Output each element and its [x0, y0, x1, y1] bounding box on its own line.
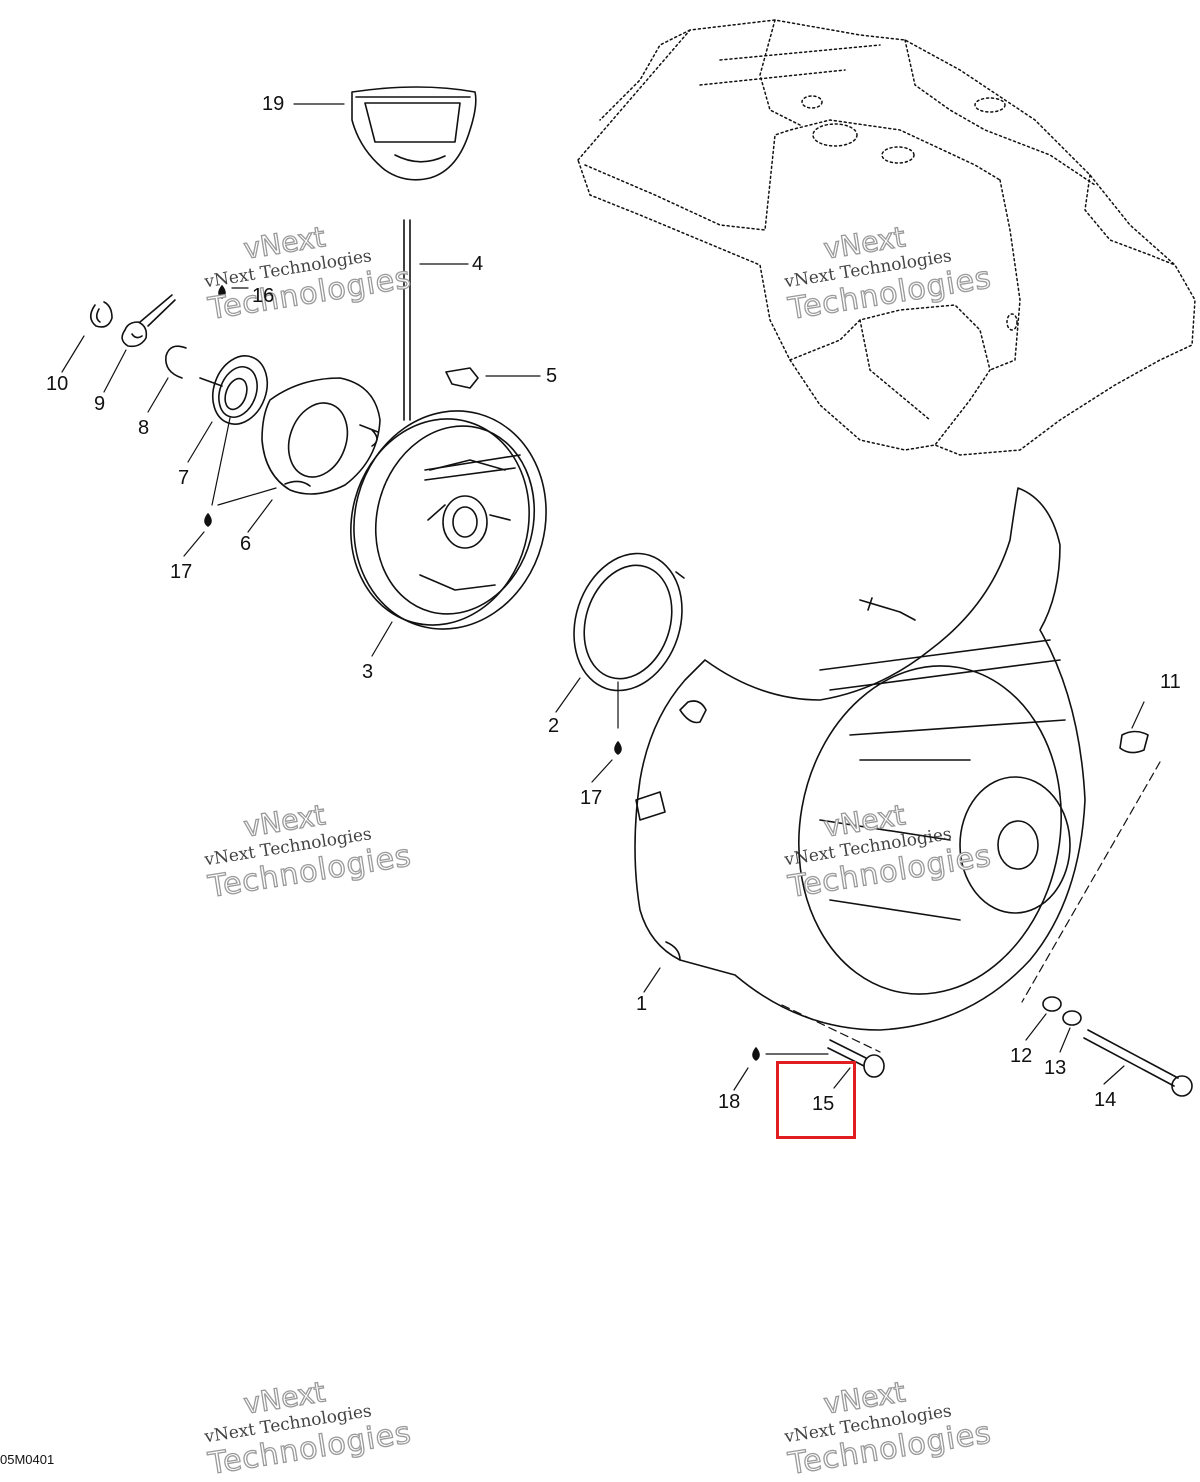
pawl-spring — [121, 294, 176, 348]
callout-3[interactable]: 3 — [362, 661, 374, 683]
recoil-spring — [199, 355, 269, 425]
callout-1[interactable]: 1 — [636, 993, 648, 1015]
starter-housing — [634, 487, 1086, 1031]
starter-handle — [351, 86, 477, 181]
callout-2[interactable]: 2 — [548, 715, 560, 737]
washer-12 — [1042, 996, 1062, 1012]
c-ring — [165, 345, 187, 379]
callout-13[interactable]: 13 — [1044, 1057, 1067, 1079]
screw-15 — [827, 1039, 885, 1078]
callout-12[interactable]: 12 — [1010, 1045, 1033, 1067]
callout-6[interactable]: 6 — [240, 533, 252, 555]
spring-housing — [261, 377, 381, 495]
callout-11[interactable]: 11 — [1160, 671, 1181, 693]
callout-16[interactable]: 16 — [252, 285, 275, 307]
alignment-line — [1021, 761, 1161, 1003]
callout-5[interactable]: 5 — [546, 365, 558, 387]
rope-holder — [1119, 730, 1149, 754]
callout-17[interactable]: 17 — [580, 787, 603, 809]
drawing-code: 05M0401 — [0, 1452, 55, 1467]
washer-13 — [1062, 1010, 1082, 1026]
alignment-line-15 — [781, 1004, 881, 1053]
callout-7[interactable]: 7 — [178, 467, 190, 489]
bolt-14 — [1083, 1029, 1193, 1097]
callout-15[interactable]: 15 — [812, 1093, 835, 1115]
callout-8[interactable]: 8 — [138, 417, 150, 439]
rope-guide — [445, 367, 479, 389]
callout-17[interactable]: 17 — [170, 561, 193, 583]
droplet-icon — [752, 1047, 760, 1061]
highlight-box — [776, 1061, 856, 1139]
droplet-icon — [218, 285, 226, 299]
engine-housing-outline — [577, 19, 1196, 456]
starter-rope — [403, 219, 411, 421]
callout-14[interactable]: 14 — [1094, 1089, 1117, 1111]
callout-18[interactable]: 18 — [718, 1091, 741, 1113]
callout-19[interactable]: 19 — [262, 93, 285, 115]
callout-9[interactable]: 9 — [94, 393, 106, 415]
callout-10[interactable]: 10 — [46, 373, 69, 395]
spring-cup — [573, 552, 685, 692]
callout-4[interactable]: 4 — [472, 253, 484, 275]
droplet-icon — [614, 741, 622, 755]
droplet-icon — [204, 513, 212, 527]
retaining-clip — [89, 301, 113, 328]
rope-pulley — [350, 410, 547, 630]
